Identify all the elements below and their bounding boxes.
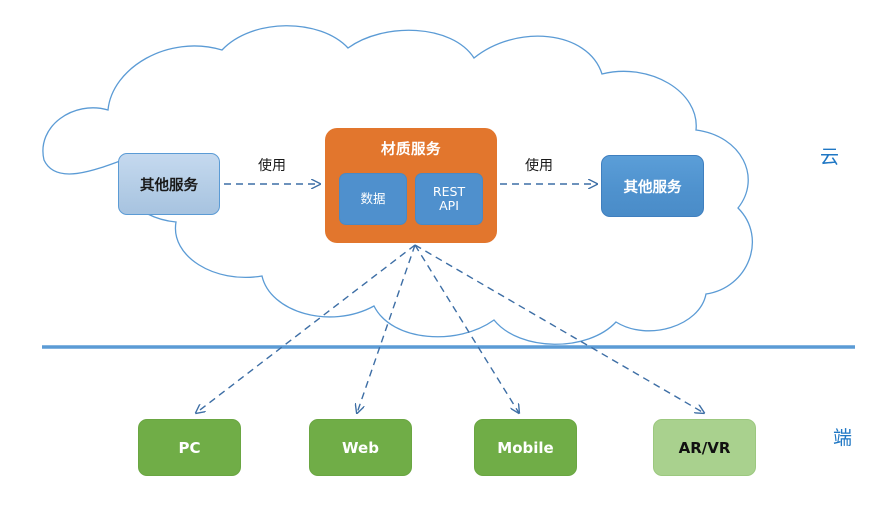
node-other-service-right[interactable]: 其他服务 (601, 155, 704, 217)
node-label: 其他服务 (140, 177, 198, 194)
module-rest-api-label: REST API (432, 183, 466, 214)
module-rest-api-line-2: API (439, 198, 459, 213)
arrow-material-to-pc (196, 244, 416, 413)
arrow-material-to-arvr (414, 244, 704, 413)
node-label: Mobile (497, 438, 554, 457)
edge-label-use-right: 使用 (525, 158, 553, 174)
arrow-material-to-web (357, 244, 416, 413)
node-label: AR/VR (678, 438, 731, 457)
node-client-arvr[interactable]: AR/VR (653, 419, 756, 476)
material-service-title: 材质服务 (381, 142, 441, 158)
node-client-mobile[interactable]: Mobile (474, 419, 577, 476)
edge-label-use-left: 使用 (258, 158, 286, 174)
module-data[interactable]: 数据 (339, 173, 407, 225)
module-rest-api[interactable]: REST API (415, 173, 483, 225)
module-rest-api-line-1: REST (432, 183, 466, 199)
node-client-pc[interactable]: PC (138, 419, 241, 476)
node-other-service-left[interactable]: 其他服务 (118, 153, 220, 215)
node-client-web[interactable]: Web (309, 419, 412, 476)
cloud-outline (42, 25, 754, 345)
material-service-modules: 数据 REST API (339, 173, 483, 225)
module-data-label: 数据 (360, 190, 386, 206)
zone-label-device: 端 (833, 427, 853, 449)
arrow-material-to-mobile (414, 244, 519, 413)
arrow-fan-material-to-clients (196, 244, 704, 413)
node-label: PC (178, 438, 201, 457)
zone-label-cloud: 云 (820, 146, 840, 168)
node-label: Web (342, 438, 379, 457)
node-material-service[interactable]: 材质服务 数据 REST API (325, 128, 497, 243)
node-label: 其他服务 (623, 179, 682, 196)
